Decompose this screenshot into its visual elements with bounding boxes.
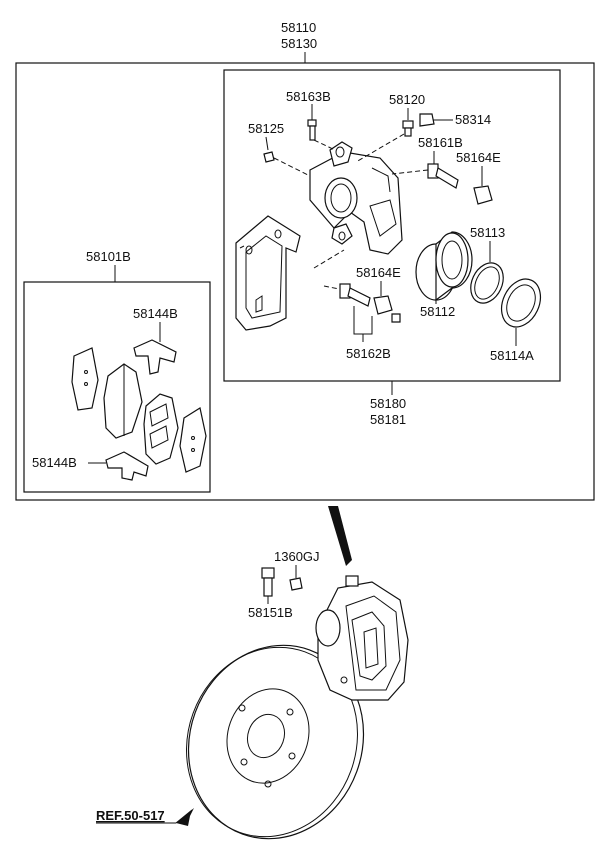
label-58164E-upper: 58164E <box>456 150 501 165</box>
washer-part <box>289 577 303 591</box>
label-58144B-lower: 58144B <box>32 455 77 470</box>
piston-boot-part <box>500 278 542 328</box>
label-58162B: 58162B <box>346 346 391 361</box>
label-58112: 58112 <box>420 304 455 319</box>
assembly-box <box>15 62 595 501</box>
bleeder-part <box>402 120 414 137</box>
label-58120: 58120 <box>389 92 425 107</box>
label-58110: 58110 <box>281 20 316 35</box>
label-1360GJ: 1360GJ <box>274 549 320 564</box>
label-58125: 58125 <box>248 121 284 136</box>
bleeder-cap-part <box>419 113 435 127</box>
label-58113: 58113 <box>470 225 505 240</box>
label-58181: 58181 <box>370 412 406 427</box>
shim-lower-part <box>105 451 149 481</box>
label-58144B-upper: 58144B <box>133 306 178 321</box>
piston-seal-part <box>470 262 504 304</box>
caliper-bolt-part <box>307 119 317 141</box>
guide-boot-part <box>473 185 493 205</box>
shim-upper-part <box>133 339 177 375</box>
label-58164E-lower: 58164E <box>356 265 401 280</box>
label-58114A: 58114A <box>490 348 534 363</box>
brake-pad-inner-a <box>103 363 143 439</box>
brake-pad-outer-b <box>179 407 207 473</box>
brake-pad-inner-b <box>143 393 179 465</box>
label-58151B: 58151B <box>248 605 293 620</box>
lower-boot-part <box>373 295 393 315</box>
reference-link[interactable]: REF.50-517 <box>96 808 165 823</box>
mount-bolt-part <box>261 567 275 597</box>
assembly-pointer <box>328 506 352 566</box>
caliper-housing <box>309 141 403 255</box>
lower-guide-pin-part <box>339 283 371 307</box>
label-58163B: 58163B <box>286 89 331 104</box>
label-58180: 58180 <box>370 396 406 411</box>
label-58101B: 58101B <box>86 249 131 264</box>
pad-kit-box <box>23 281 211 493</box>
mounted-caliper <box>315 575 409 701</box>
brake-disc <box>186 644 365 840</box>
bracket-58162B <box>353 306 373 342</box>
label-58130: 58130 <box>281 36 317 51</box>
label-58161B: 58161B <box>418 135 463 150</box>
label-58314: 58314 <box>455 112 491 127</box>
guide-pin-part <box>427 163 459 189</box>
piston-part <box>415 231 473 302</box>
caliper-bracket <box>235 215 301 331</box>
brake-pad-outer <box>71 347 99 411</box>
dust-cap-part <box>263 151 275 163</box>
